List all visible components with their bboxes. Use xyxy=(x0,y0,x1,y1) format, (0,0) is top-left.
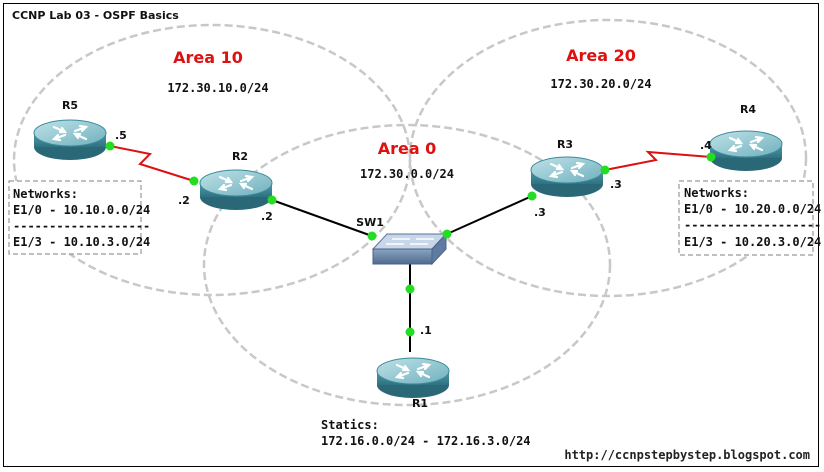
port-sw1-r2 xyxy=(367,231,377,241)
router-r3-icon[interactable] xyxy=(529,155,605,199)
ip-r1: .1 xyxy=(420,324,432,337)
port-r3-ethernet xyxy=(527,191,537,201)
router-r3-label: R3 xyxy=(557,138,573,151)
port-r1-ethernet xyxy=(405,327,415,337)
ip-r2-ethernet: .2 xyxy=(261,210,273,223)
blog-url: http://ccnpstepbystep.blogspot.com xyxy=(564,448,810,462)
area-0-subnet: 172.30.0.0/24 xyxy=(360,167,454,181)
port-sw1-r3 xyxy=(442,229,452,239)
router-r5-label: R5 xyxy=(62,99,78,112)
ip-r3-serial: .3 xyxy=(610,178,622,191)
statics-routes: 172.16.0.0/24 - 172.16.3.0/24 xyxy=(321,434,531,448)
networks-left-line1: E1/0 - 10.10.0.0/24 xyxy=(13,203,150,217)
area-0-boundary xyxy=(202,123,612,407)
port-r5-serial xyxy=(105,141,115,151)
networks-left-box xyxy=(8,180,142,255)
networks-right-line2: E1/3 - 10.20.3.0/24 xyxy=(684,235,821,249)
ip-r5: .5 xyxy=(115,129,127,142)
port-sw1-r1 xyxy=(405,284,415,294)
networks-right-line1: E1/0 - 10.20.0.0/24 xyxy=(684,202,821,216)
router-r2-label: R2 xyxy=(232,150,248,163)
port-r3-serial xyxy=(600,165,610,175)
statics-heading: Statics: xyxy=(321,418,379,432)
router-r1-icon[interactable] xyxy=(375,356,451,400)
switch-sw1-icon[interactable] xyxy=(371,232,448,266)
router-r1-label: R1 xyxy=(412,397,428,410)
ip-r4: .4 xyxy=(700,139,712,152)
switch-sw1-label: SW1 xyxy=(356,216,384,229)
networks-left-heading: Networks: xyxy=(13,187,78,201)
ethernet-link-r3-sw1 xyxy=(446,195,533,235)
ethernet-link-r2-sw1 xyxy=(271,199,373,237)
networks-right-separator: ------------------- xyxy=(684,218,821,232)
area-10-label: Area 10 xyxy=(173,48,243,67)
networks-left-separator: ------------------- xyxy=(13,219,150,233)
serial-link-r5-r2 xyxy=(109,145,195,182)
router-r2-icon[interactable] xyxy=(198,168,274,212)
area-20-subnet: 172.30.20.0/24 xyxy=(550,77,651,91)
ip-r3-ethernet: .3 xyxy=(534,206,546,219)
ip-r2-serial: .2 xyxy=(178,194,190,207)
area-20-boundary xyxy=(408,18,808,298)
port-r2-serial xyxy=(189,176,199,186)
area-0-label: Area 0 xyxy=(378,139,437,158)
diagram-title: CCNP Lab 03 - OSPF Basics xyxy=(12,9,179,22)
networks-right-box xyxy=(678,180,814,256)
port-r4-serial xyxy=(706,152,716,162)
router-r5-icon[interactable] xyxy=(32,118,108,162)
networks-right-heading: Networks: xyxy=(684,186,749,200)
area-20-label: Area 20 xyxy=(566,46,636,65)
serial-link-r3-r4 xyxy=(604,150,712,171)
router-r4-icon[interactable] xyxy=(708,129,784,173)
networks-left-line2: E1/3 - 10.10.3.0/24 xyxy=(13,235,150,249)
area-10-subnet: 172.30.10.0/24 xyxy=(167,81,268,95)
port-r2-ethernet xyxy=(267,195,277,205)
router-r4-label: R4 xyxy=(740,103,756,116)
